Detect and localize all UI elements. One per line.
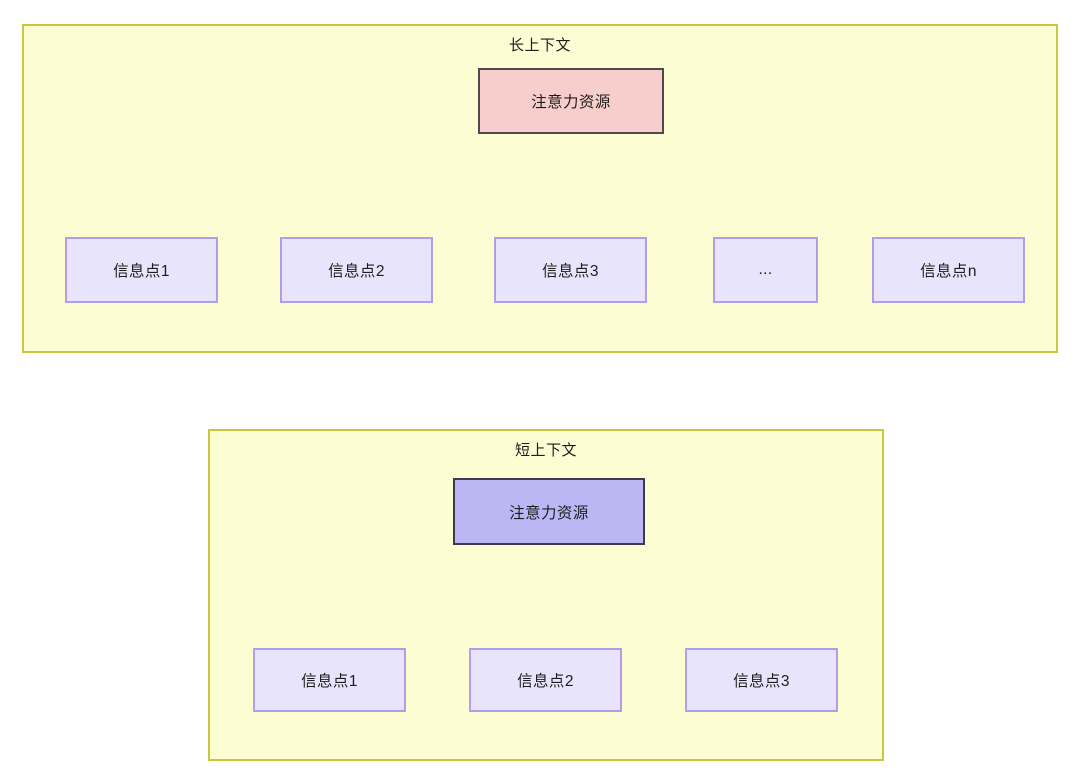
- panel-short-context-title: 短上下文: [514, 442, 577, 459]
- node-info-point-n-long[interactable]: 信息点n: [872, 237, 1025, 303]
- node-attention-resource-long[interactable]: 注意力资源: [478, 68, 664, 134]
- node-info-point-1-long[interactable]: 信息点1: [65, 237, 218, 303]
- node-info-point-3-long[interactable]: 信息点3: [494, 237, 647, 303]
- node-info-point-2-long[interactable]: 信息点2: [280, 237, 433, 303]
- panel-long-context-title: 长上下文: [508, 37, 571, 54]
- node-attention-resource-short[interactable]: 注意力资源: [453, 478, 645, 545]
- node-info-point-3-short[interactable]: 信息点3: [685, 648, 838, 712]
- node-info-point-2-short[interactable]: 信息点2: [469, 648, 622, 712]
- node-info-point-1-short[interactable]: 信息点1: [253, 648, 406, 712]
- node-info-point-ellipsis-long[interactable]: ...: [713, 237, 818, 303]
